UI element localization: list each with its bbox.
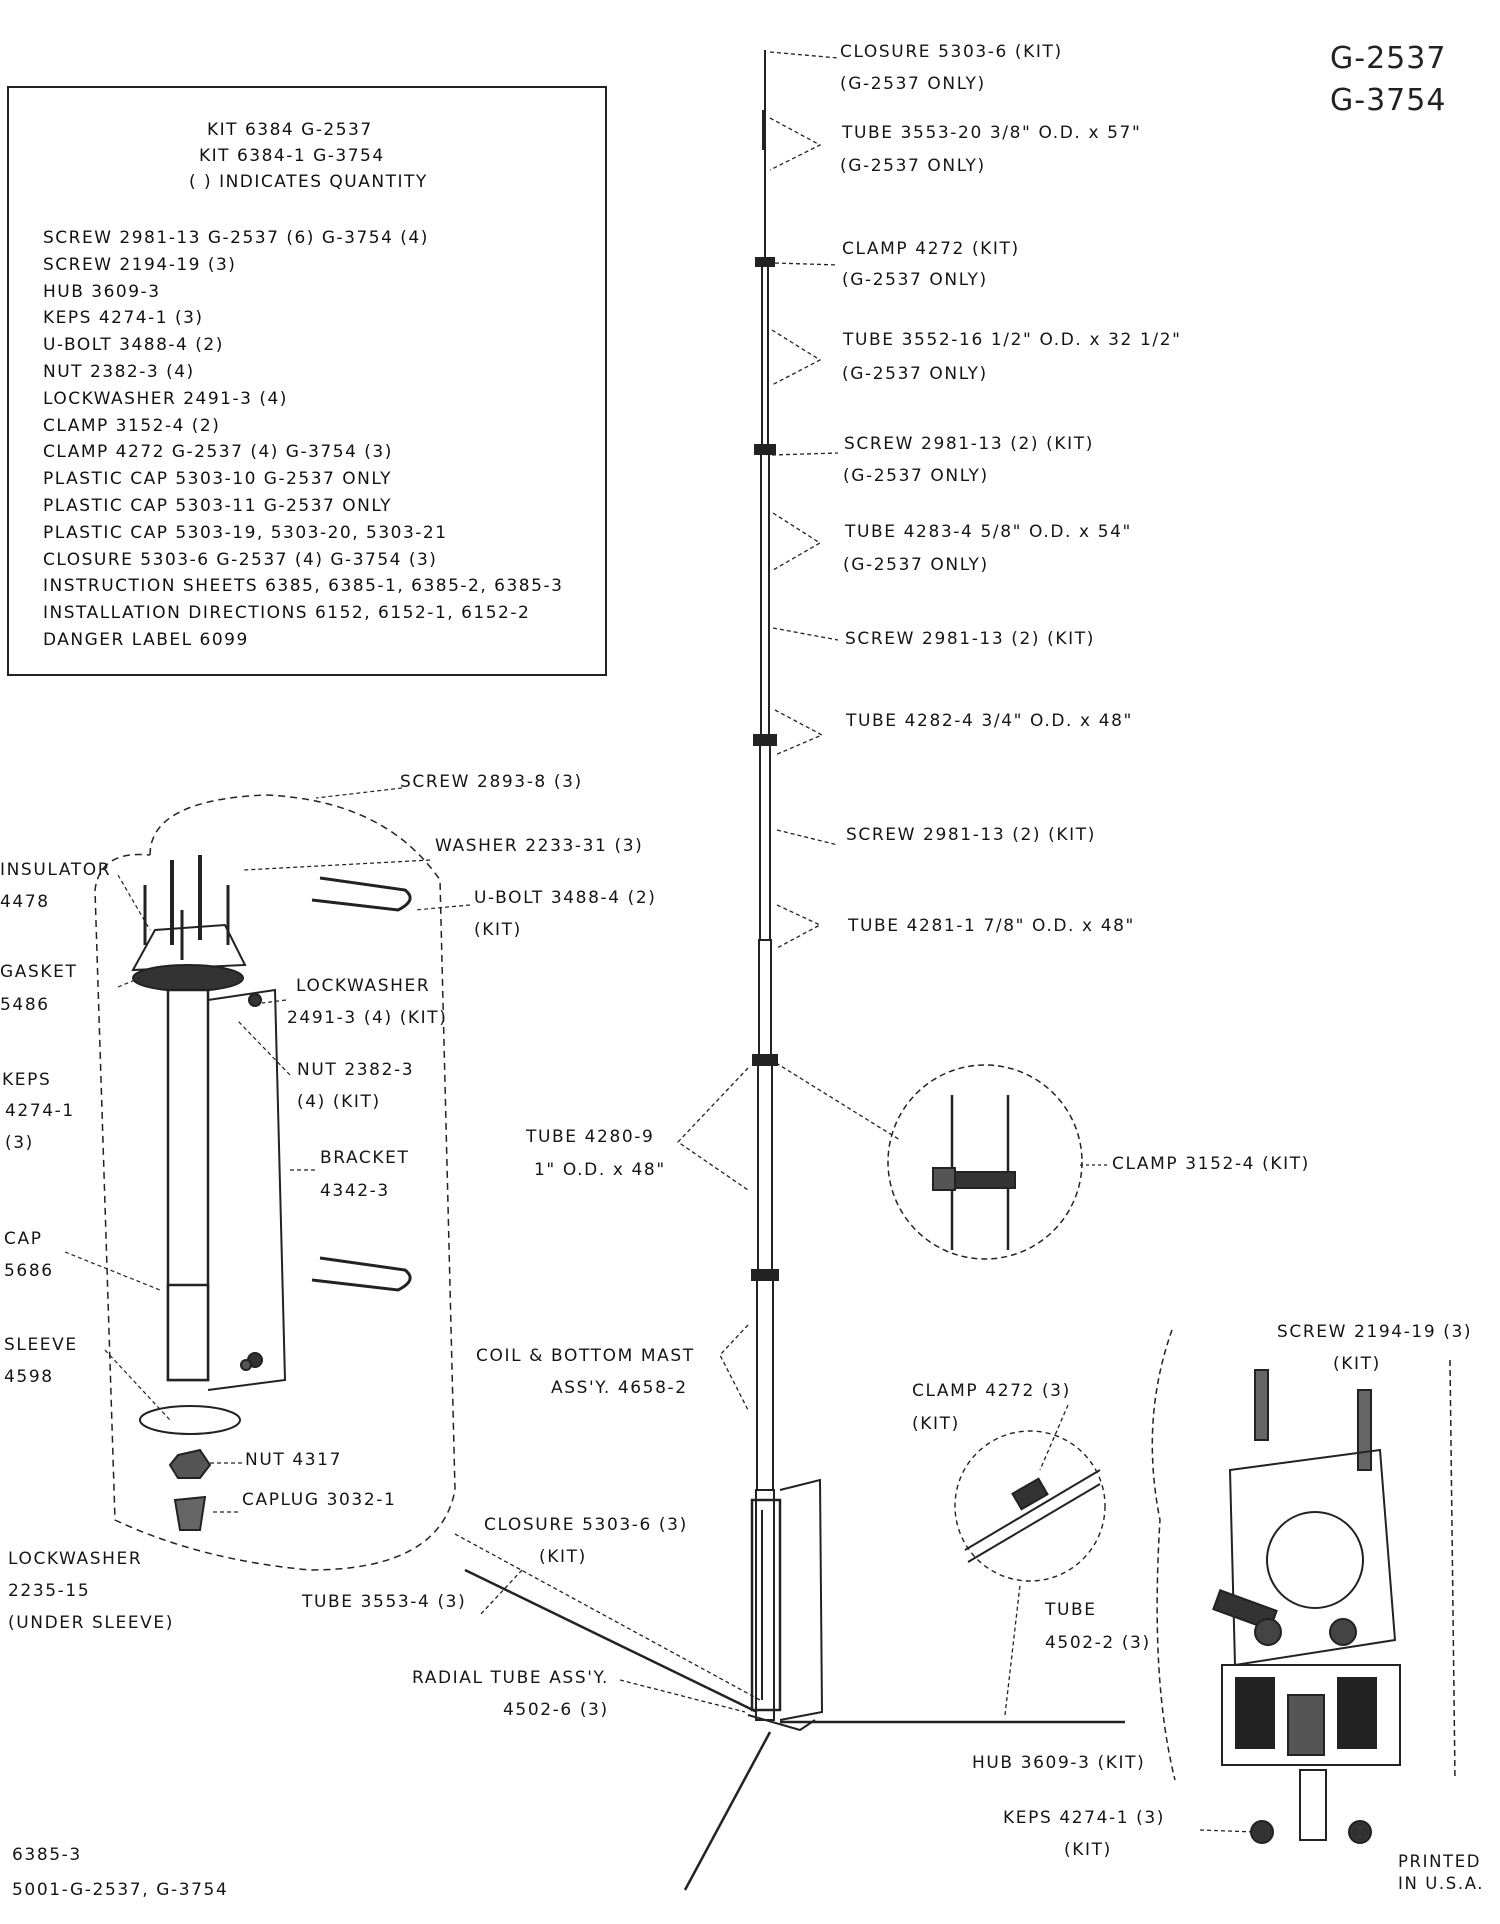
gasket-label: GASKET [0, 962, 78, 982]
hub-detail [1151, 1329, 1456, 1844]
radial-tubes [464, 1568, 1125, 1891]
parts-list: SCREW 2981-13 G-2537 (6) G-3754 (4) SCRE… [43, 225, 563, 654]
part-item: PLASTIC CAP 5303-19, 5303-20, 5303-21 [43, 522, 448, 543]
nut-2382-label: NUT 2382-3 [297, 1060, 415, 1080]
closure-top-note: (G-2537 ONLY) [840, 74, 986, 94]
sleeve-label: SLEEVE [4, 1335, 78, 1355]
vertical-mast [747, 50, 824, 1732]
washer-label: WASHER 2233-31 (3) [435, 836, 644, 856]
part-item: CLAMP 3152-4 (2) [43, 415, 221, 436]
radial-tube-assembly-number: 4502-6 (3) [503, 1700, 609, 1720]
insulator-label: INSULATOR [0, 860, 112, 880]
sleeve-number: 4598 [4, 1367, 54, 1387]
tube-4502-label: TUBE [1045, 1600, 1097, 1620]
closure-top-label: CLOSURE 5303-6 (KIT) [840, 42, 1063, 62]
title-model-2: G-3754 [1330, 83, 1447, 118]
tube-4283-4-note: (G-2537 ONLY) [843, 555, 989, 575]
part-item: PLASTIC CAP 5303-10 G-2537 ONLY [43, 469, 392, 490]
tube-4502-number: 4502-2 (3) [1045, 1633, 1151, 1653]
part-item: U-BOLT 3488-4 (2) [43, 335, 224, 356]
clamp-4272-detail-circle [954, 1430, 1106, 1582]
leader-lines [454, 51, 1256, 1833]
insulator-number: 4478 [0, 892, 50, 912]
keps-hub-label: KEPS 4274-1 (3) [1003, 1808, 1166, 1828]
tube-3553-20-label: TUBE 3553-20 3/8" O.D. x 57" [842, 123, 1142, 143]
closure-radial-kit: (KIT) [539, 1547, 587, 1567]
part-item: NUT 2382-3 (4) [43, 361, 195, 382]
clamp-3152-4-label: CLAMP 3152-4 (KIT) [1112, 1154, 1310, 1174]
screw-2981-label-b: SCREW 2981-13 (2) (KIT) [845, 629, 1095, 649]
nut-4317-label: NUT 4317 [245, 1450, 343, 1470]
part-item: INSTALLATION DIRECTIONS 6152, 6152-1, 61… [43, 603, 531, 624]
screw-2893-label: SCREW 2893-8 (3) [400, 772, 583, 792]
bracket-label: BRACKET [320, 1148, 410, 1168]
drawing-title: G-2537 G-3754 [1330, 38, 1446, 122]
part-item: SCREW 2194-19 (3) [43, 254, 237, 275]
lockwasher-2235-note: (UNDER SLEEVE) [8, 1613, 174, 1633]
nut-2382-kit: (4) (KIT) [297, 1092, 381, 1112]
coil-bottom-mast-number: ASS'Y. 4658-2 [551, 1378, 688, 1398]
part-item: PLASTIC CAP 5303-11 G-2537 ONLY [43, 495, 392, 516]
printed-country: IN U.S.A. [1398, 1874, 1485, 1893]
kit-header-3: ( ) INDICATES QUANTITY [189, 172, 428, 192]
lockwasher-2491-label: LOCKWASHER [296, 976, 431, 996]
part-item: HUB 3609-3 [43, 281, 161, 302]
cap-label: CAP [4, 1229, 43, 1249]
base-mount-detail [94, 794, 456, 1571]
keps-label: KEPS [2, 1070, 52, 1090]
hub-label: HUB 3609-3 (KIT) [972, 1753, 1146, 1773]
lockwasher-2235-label: LOCKWASHER [8, 1549, 143, 1569]
screw-2981-note-a: (G-2537 ONLY) [843, 466, 989, 486]
part-item: CLOSURE 5303-6 G-2537 (4) G-3754 (3) [43, 549, 438, 570]
ubolt-kit: (KIT) [474, 920, 522, 940]
tube-3553-20-note: (G-2537 ONLY) [840, 156, 986, 176]
lockwasher-2491-number: 2491-3 (4) (KIT) [287, 1008, 448, 1028]
screw-2194-kit: (KIT) [1333, 1354, 1381, 1374]
keps-hub-kit: (KIT) [1064, 1840, 1112, 1860]
clamp-4272-top-note: (G-2537 ONLY) [842, 270, 988, 290]
part-item: CLAMP 4272 G-2537 (4) G-3754 (3) [43, 442, 393, 463]
screw-2194-label: SCREW 2194-19 (3) [1277, 1322, 1473, 1342]
model-codes: 5001-G-2537, G-3754 [12, 1880, 229, 1900]
gasket-number: 5486 [0, 995, 50, 1015]
coil-bottom-mast-label: COIL & BOTTOM MAST [476, 1346, 695, 1366]
title-model-1: G-2537 [1330, 41, 1447, 76]
tube-3552-16-note: (G-2537 ONLY) [842, 364, 988, 384]
ubolt-label: U-BOLT 3488-4 (2) [474, 888, 657, 908]
screw-2981-label-c: SCREW 2981-13 (2) (KIT) [846, 825, 1096, 845]
tube-4280-9-label: TUBE 4280-9 [526, 1127, 655, 1147]
kit-contents-box: KIT 6384 G-2537 KIT 6384-1 G-3754 ( ) IN… [7, 86, 607, 676]
part-item: LOCKWASHER 2491-3 (4) [43, 388, 288, 409]
tube-4280-9-size: 1" O.D. x 48" [534, 1160, 666, 1180]
printed-label: PRINTED [1398, 1852, 1482, 1871]
tube-3552-16-label: TUBE 3552-16 1/2" O.D. x 32 1/2" [843, 330, 1182, 350]
base-leader-lines [64, 787, 471, 1513]
clamp-detail-circle [887, 1064, 1110, 1260]
tube-4283-4-label: TUBE 4283-4 5/8" O.D. x 54" [845, 522, 1132, 542]
radial-tube-assembly-label: RADIAL TUBE ASS'Y. [412, 1668, 610, 1688]
closure-radial-label: CLOSURE 5303-6 (3) [484, 1515, 688, 1535]
tube-3553-4-label: TUBE 3553-4 (3) [302, 1592, 467, 1612]
part-item: INSTRUCTION SHEETS 6385, 6385-1, 6385-2,… [43, 576, 564, 597]
part-item: DANGER LABEL 6099 [43, 629, 249, 650]
keps-quantity: (3) [5, 1133, 34, 1153]
clamp-4272-3-kit: (KIT) [912, 1414, 960, 1434]
caplug-label: CAPLUG 3032-1 [242, 1490, 397, 1510]
lockwasher-2235-number: 2235-15 [8, 1581, 91, 1601]
kit-header-2: KIT 6384-1 G-3754 [199, 146, 385, 166]
bracket-number: 4342-3 [320, 1181, 390, 1201]
keps-number: 4274-1 [5, 1101, 75, 1121]
clamp-4272-3-label: CLAMP 4272 (3) [912, 1381, 1071, 1401]
screw-2981-label-a: SCREW 2981-13 (2) (KIT) [844, 434, 1094, 454]
tube-4282-4-label: TUBE 4282-4 3/4" O.D. x 48" [846, 711, 1133, 731]
part-item: KEPS 4274-1 (3) [43, 308, 204, 329]
part-item: SCREW 2981-13 G-2537 (6) G-3754 (4) [43, 228, 429, 248]
clamp-4272-top-label: CLAMP 4272 (KIT) [842, 239, 1020, 259]
sheet-number: 6385-3 [12, 1845, 82, 1865]
tube-4281-1-label: TUBE 4281-1 7/8" O.D. x 48" [848, 916, 1135, 936]
cap-number: 5686 [4, 1261, 54, 1281]
kit-header-1: KIT 6384 G-2537 [207, 120, 373, 140]
